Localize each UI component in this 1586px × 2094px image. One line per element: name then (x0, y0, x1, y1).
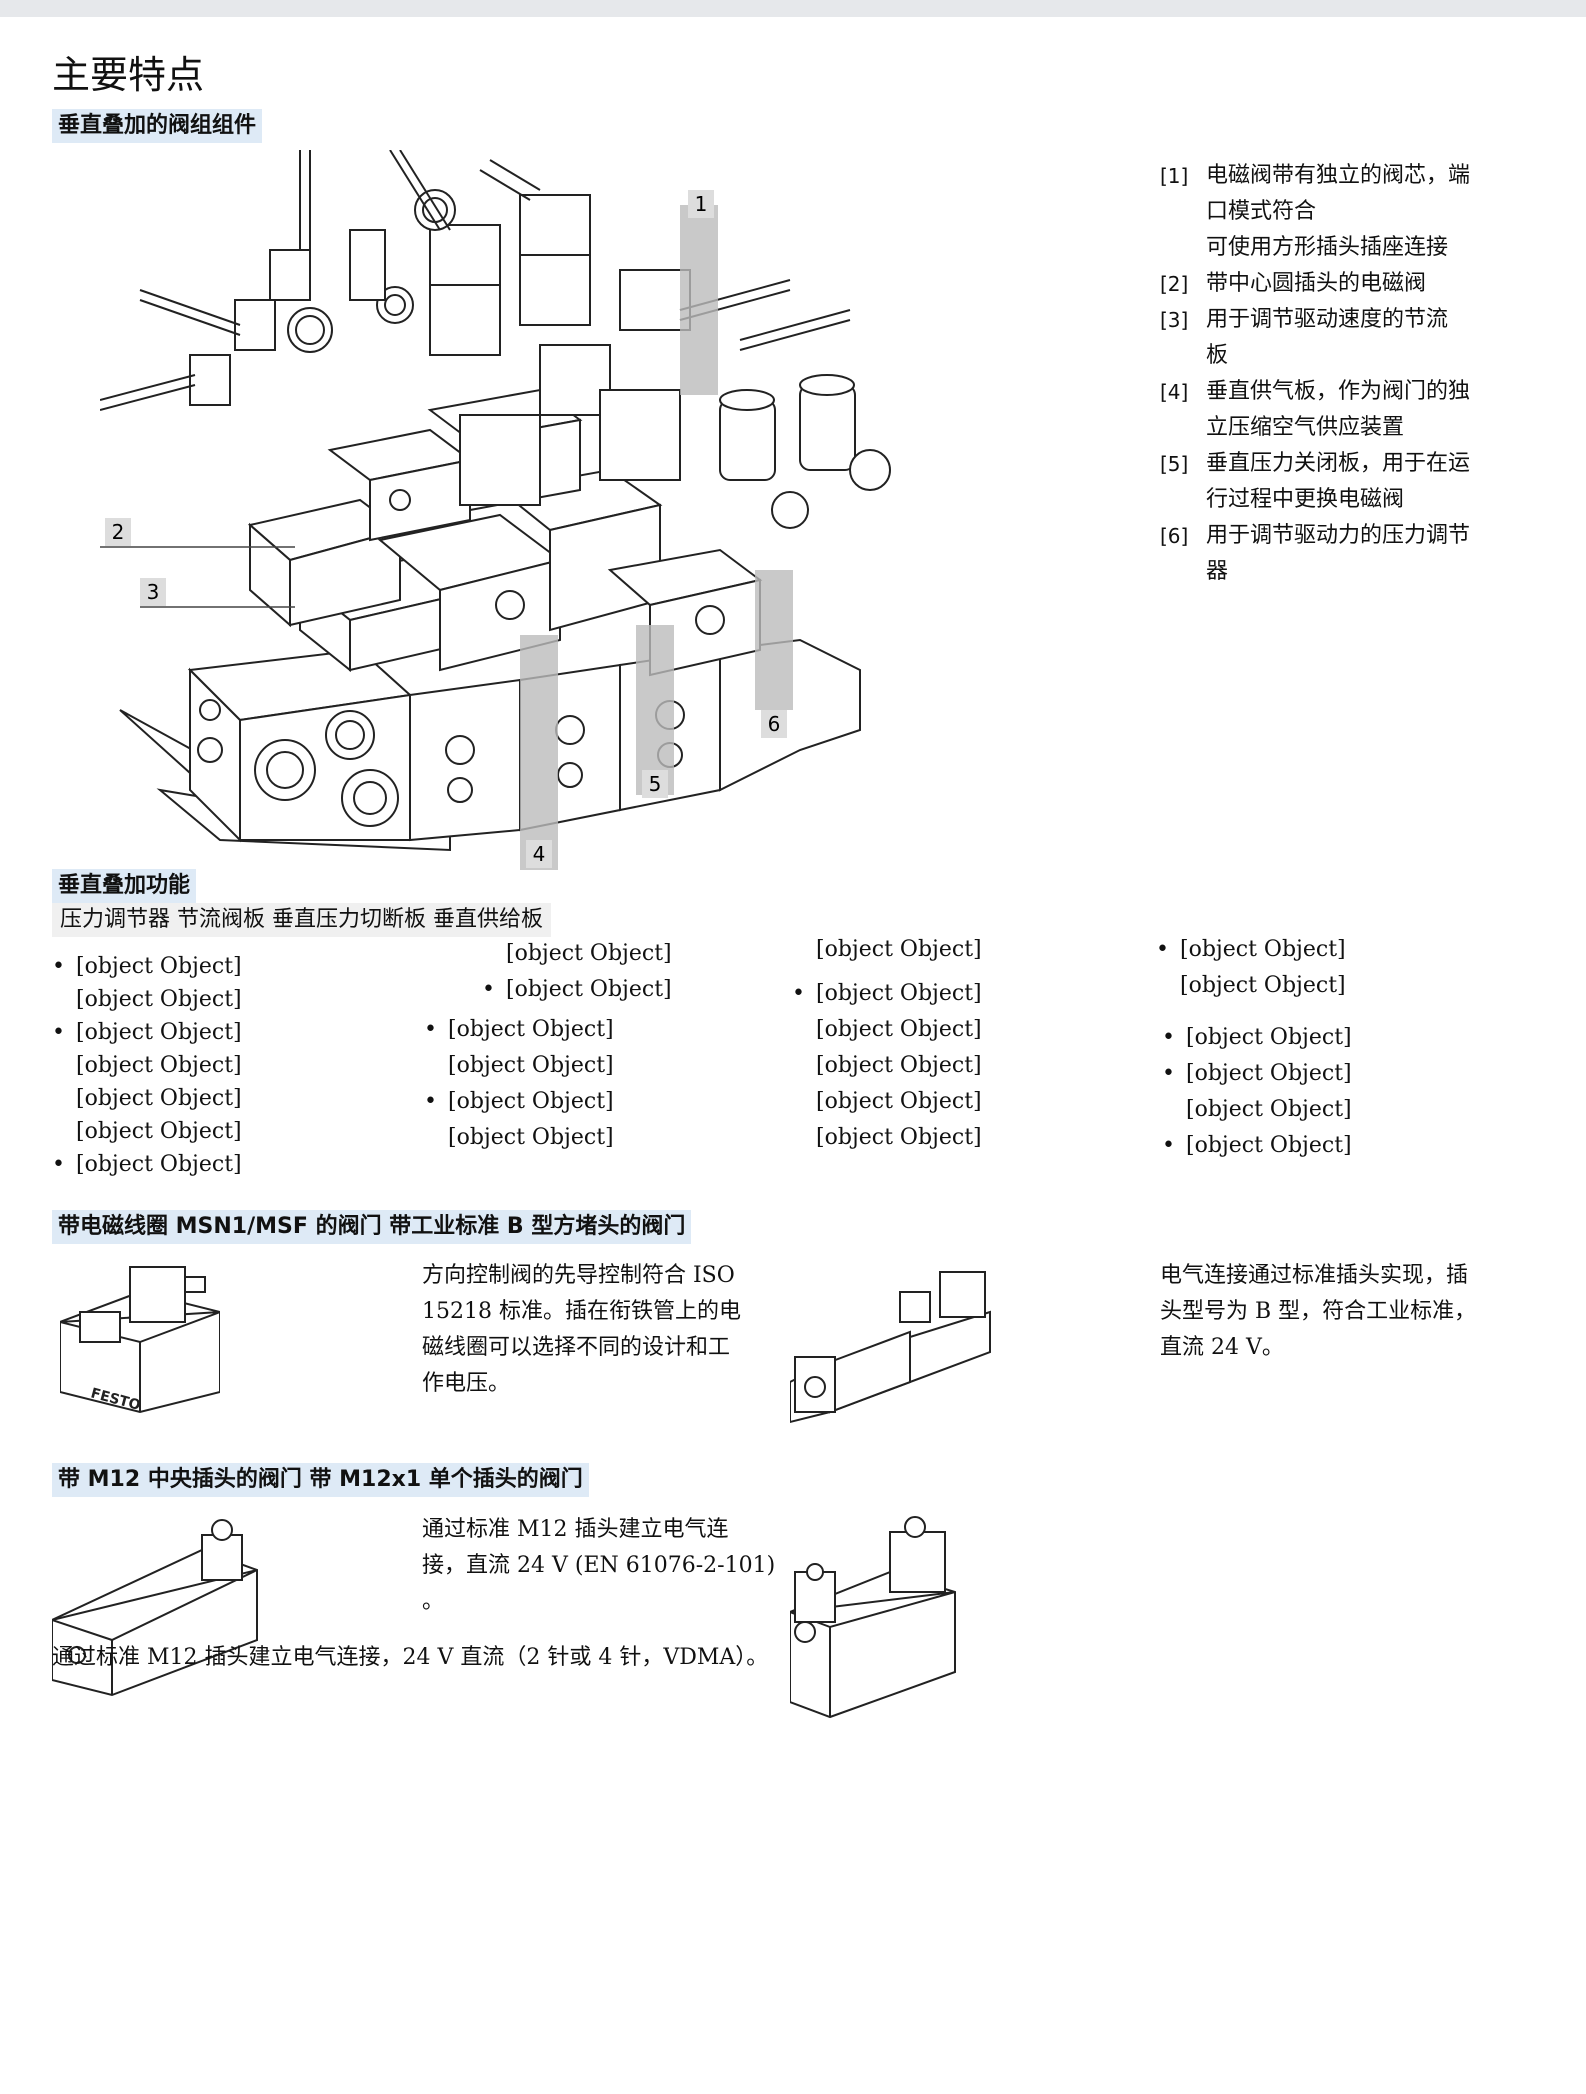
reference-item: [4] 垂直供气板，作为阀门的独立压缩空气供应装置 (1160, 379, 1471, 440)
feature-column-2: [object Object] [object Object] [object … (424, 936, 672, 1156)
m12-description: 通过标准 M12 插头建立电气连 接，直流 24 V (EN 61076-2-1… (422, 1517, 776, 1614)
section-heading-solenoid-valves: 带电磁线圈 MSN1/MSF 的阀门 带工业标准 B 型方堵头的阀门 (52, 1210, 692, 1244)
valve-m12-single-illustration (790, 1516, 956, 1719)
reference-item: [6] 用于调节驱动力的压力调节器 (1160, 523, 1471, 584)
reference-item: [1] 电磁阀带有独立的阀芯，端口模式符合可使用方形插头插座连接 (1160, 163, 1471, 260)
callout-1: 1 (695, 192, 708, 216)
top-bar (0, 0, 1586, 17)
reference-item: [3] 用于调节驱动速度的节流板 (1160, 307, 1449, 368)
feature-column-3: [object Object] [object Object] [object … (792, 932, 982, 1156)
reference-list: [1] 电磁阀带有独立的阀芯，端口模式符合可使用方形插头插座连接 [2] 带中心… (1160, 158, 1470, 590)
section-subheading: 压力调节器 节流阀板 垂直压力切断板 垂直供给板 (52, 903, 551, 937)
section-heading-vertical-stacking: 垂直叠加功能 (52, 869, 197, 903)
reference-item: [2] 带中心圆插头的电磁阀 (1160, 271, 1427, 296)
callout-6: 6 (768, 712, 781, 736)
m12-description-bottom: 通过标准 M12 插头建立电气连接，24 V 直流（2 针或 4 针，VDMA）… (52, 1645, 769, 1670)
feature-column-4: [object Object] [object Object] [object … (1156, 932, 1586, 1164)
section-heading-m12-valves: 带 M12 中央插头的阀门 带 M12x1 单个插头的阀门 (52, 1463, 589, 1497)
solenoid-description: 方向控制阀的先导控制符合 ISO 15218 标准。插在衔铁管上的电 磁线圈可以… (422, 1263, 741, 1396)
callout-4: 4 (533, 842, 546, 866)
callout-5: 5 (649, 772, 662, 796)
page-title: 主要特点 (52, 53, 205, 97)
valve-m12-central-illustration (52, 1519, 258, 1697)
callout-2: 2 (112, 520, 125, 544)
plug-description: 电气连接通过标准插头实现，插 头型号为 B 型，符合工业标准， 直流 24 V。 (1160, 1263, 1477, 1360)
callout-3: 3 (147, 580, 160, 604)
reference-item: [5] 垂直压力关闭板，用于在运行过程中更换电磁阀 (1160, 451, 1471, 512)
feature-column-1: [object Object] [object Object] [object … (52, 950, 242, 1181)
valve-msn1-illustration: FESTO (60, 1266, 220, 1414)
section-heading-stacked-valve: 垂直叠加的阀组组件 (52, 109, 263, 143)
valve-manifold-illustration: 1 2 3 4 5 6 (100, 150, 891, 870)
valve-type-b-illustration (790, 1271, 991, 1424)
